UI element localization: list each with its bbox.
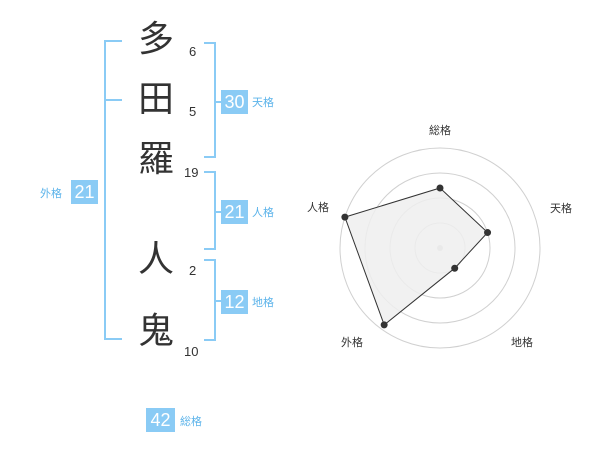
stroke-count-5: 10: [184, 344, 199, 359]
radar-point-0: [436, 184, 444, 192]
jinkaku-bracket-connector: [214, 211, 222, 213]
tenkaku-bracket-bottom: [204, 156, 216, 158]
jinkaku-label: 人格: [252, 206, 274, 219]
soukaku-label: 総格: [180, 415, 202, 428]
stroke-count-3: 19: [184, 165, 199, 180]
outer-bracket-vertical: [104, 40, 106, 340]
radar-point-2: [451, 264, 459, 272]
gaikaku-value-badge: 21: [71, 180, 98, 204]
name-char-4: 人: [137, 239, 174, 280]
tenkaku-value-badge: 30: [221, 90, 248, 114]
name-char-5: 鬼: [137, 311, 174, 352]
stroke-count-4: 2: [189, 263, 197, 278]
jinkaku-bracket-top: [204, 171, 216, 173]
chikaku-label: 地格: [252, 296, 274, 309]
name-char-1: 多: [137, 19, 174, 60]
chikaku-value-badge: 12: [221, 290, 248, 314]
radar-polygon: [344, 187, 489, 326]
name-char-2: 田: [137, 79, 174, 120]
soukaku-value-badge: 42: [146, 408, 175, 432]
chikaku-bracket-connector: [214, 300, 222, 302]
radar-point-3: [380, 321, 388, 329]
radar-axis-label-gaikaku: 外格: [341, 336, 363, 349]
stroke-count-2: 5: [189, 104, 197, 119]
outer-bracket-mid-tick: [104, 99, 122, 101]
stroke-count-1: 6: [189, 44, 197, 59]
radar-shape: [341, 184, 492, 329]
radar-point-1: [484, 229, 492, 237]
outer-bracket-top-tick: [104, 40, 122, 42]
radar-ring-4: [339, 147, 541, 349]
jinkaku-value-badge: 21: [221, 200, 248, 224]
radar-axis-label-tenkaku: 天格: [550, 202, 572, 215]
tenkaku-bracket-top: [204, 42, 216, 44]
gaikaku-label: 外格: [40, 187, 62, 200]
jinkaku-bracket-vertical: [214, 171, 216, 250]
radar-axis-label-soukaku: 総格: [429, 124, 451, 137]
tenkaku-bracket-vertical: [214, 42, 216, 158]
radar-axis-label-chikaku: 地格: [511, 336, 533, 349]
radar-point-4: [341, 213, 349, 221]
chikaku-bracket-top: [204, 259, 216, 261]
tenkaku-bracket-connector: [214, 101, 222, 103]
chikaku-bracket-bottom: [204, 339, 216, 341]
name-char-3: 羅: [137, 139, 174, 180]
outer-bracket-bottom-tick: [104, 338, 122, 340]
jinkaku-bracket-bottom: [204, 248, 216, 250]
radar-axis-label-jinkaku: 人格: [307, 201, 329, 214]
tenkaku-label: 天格: [252, 96, 274, 109]
